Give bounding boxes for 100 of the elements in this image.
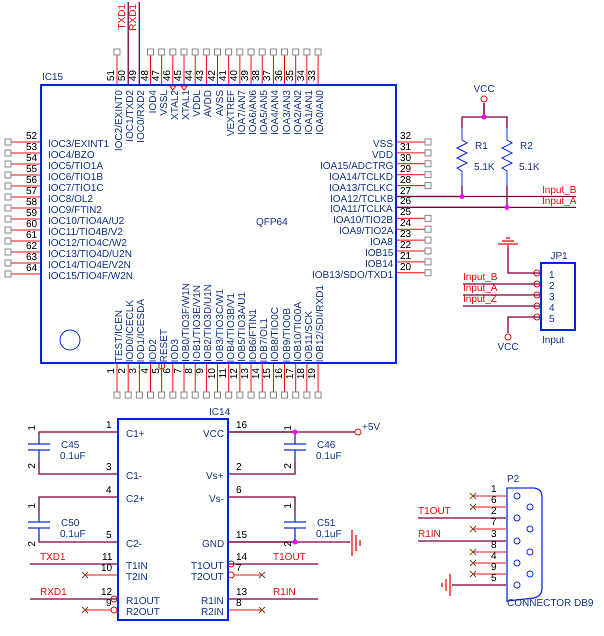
pin-number: 56	[26, 175, 38, 186]
pin-number: 1	[283, 425, 294, 431]
pin-number: 1	[283, 503, 294, 509]
pin-number: 33	[307, 70, 318, 82]
pin-label: IOD4	[148, 90, 158, 114]
pin-label: IOC10/TIO4A/U2	[48, 216, 124, 227]
component-value: 0.1uF	[316, 529, 342, 540]
pin-label: IOC11/TIO4B/V2	[48, 227, 123, 238]
pin-number: 28	[400, 174, 412, 186]
pin-number: 11	[102, 552, 112, 563]
wire	[463, 305, 540, 307]
net-label: TXD1	[117, 4, 128, 30]
pin-label: VSS	[373, 139, 394, 150]
pin-label: IOC13/TIO4D/U2N	[48, 249, 132, 260]
wire	[30, 598, 117, 600]
pin-label: IOA7/AN7	[236, 90, 248, 136]
pin-number: 36	[274, 70, 285, 82]
wire	[418, 517, 506, 519]
pin-number: 3	[549, 292, 555, 303]
component-value: 5.1K	[519, 162, 540, 173]
pin-label: IOA0/AN0	[315, 90, 326, 136]
pin-label: IOA12/TCLKB	[330, 194, 394, 204]
pin-label: VSSL	[158, 90, 170, 116]
pin-number: 2	[27, 541, 38, 547]
pin-number: 5	[106, 530, 112, 541]
pin-label: TEST/ICEN	[114, 310, 125, 362]
component-label: R2	[520, 141, 533, 152]
pin-label: Vs-	[209, 494, 224, 505]
pin-number: 15	[262, 368, 274, 380]
pin-label: IOA14/TCLKD	[329, 172, 393, 183]
pin-label: R1OUT	[126, 596, 160, 607]
pin-label: IOB8/TIO0C	[270, 307, 282, 362]
pin-number: 30	[400, 152, 412, 164]
net-label: Input_A	[542, 196, 576, 207]
pin-label: IOB9/TIO0B	[282, 308, 293, 362]
power-label: VCC	[474, 84, 495, 95]
pin-label: RESET	[158, 329, 170, 362]
component-label: C51	[317, 518, 336, 529]
pin-label: Vs+	[206, 471, 224, 482]
pin-label: IOD0/ICECLK	[125, 300, 136, 362]
pin-number: 10	[206, 368, 218, 380]
pin-label: AVSS	[214, 90, 226, 116]
pin-label: IOB12/SDI/RXD1	[315, 285, 326, 362]
pin-number: 31	[400, 142, 412, 153]
pin-number: 1	[27, 425, 38, 431]
pin-number: 27	[400, 186, 412, 196]
component-value: 5.1K	[474, 162, 495, 173]
pin-label: IOC2/EXINT0	[114, 90, 125, 152]
pin-label: GND	[202, 539, 224, 550]
pin-number: 61	[26, 230, 38, 241]
pin-number: 57	[26, 186, 38, 197]
wire	[229, 563, 318, 565]
net-label: R1IN	[418, 529, 441, 540]
ground-symbol	[498, 236, 518, 248]
pin-number: 42	[206, 70, 218, 82]
wire	[38, 496, 117, 514]
pin-number: 7	[491, 517, 497, 528]
pin-label: AVDD	[203, 90, 214, 118]
pin-label: IOB11/SCK	[304, 311, 315, 362]
pin-number: 2	[236, 462, 242, 473]
pin-label: IOC5/TIO1A	[48, 161, 104, 172]
pin-label: IOB5/TIO3A/U1	[236, 292, 248, 362]
pin-number: 8	[184, 368, 196, 374]
net-label: Input_B	[463, 272, 498, 283]
pin-label: IOA8	[370, 237, 393, 248]
net-label: T1OUT	[418, 506, 451, 517]
pin-number: 58	[26, 197, 38, 208]
pin-label: IOC4/BZO	[48, 150, 95, 161]
pin-number: 1	[491, 484, 497, 495]
wire	[38, 431, 117, 436]
pin-label: IOD2	[148, 339, 158, 362]
pin-label: IOA9/TIO2A	[339, 226, 394, 238]
pin-number: 2	[491, 506, 497, 517]
pin-number: 21	[400, 250, 412, 262]
component-value: 0.1uF	[316, 451, 342, 462]
pin-label: IOA11/TCLKA	[330, 204, 393, 216]
pin-number: 20	[400, 262, 412, 273]
pin-label: IOA13/TCLKC	[329, 182, 393, 194]
pin-number: 2	[549, 281, 555, 292]
pin-label: R2IN	[201, 607, 224, 618]
pin-number: 5	[549, 314, 555, 325]
net-label: Input_B	[542, 185, 576, 196]
pin-number: 7	[173, 368, 184, 374]
pin-number: 11	[218, 368, 229, 378]
pin-number: 35	[284, 70, 296, 82]
pin-label: T1IN	[126, 561, 148, 572]
pin-number: 12	[101, 587, 112, 598]
pin-number: 6	[162, 368, 173, 374]
pin-number: 1	[106, 368, 117, 374]
pin-number: 49	[128, 70, 140, 82]
pin-label: R2OUT	[126, 607, 160, 618]
pin-number: 16	[236, 420, 248, 431]
pin-number: 7	[236, 563, 242, 574]
pin-label: IOA5/AN5	[259, 90, 270, 136]
pin-label: IOC9/FTIN2	[48, 205, 102, 216]
pin-number: 29	[400, 164, 412, 175]
pin-number: 63	[26, 252, 38, 263]
pin-number: 19	[307, 368, 318, 380]
pin-number: 9	[106, 598, 112, 609]
component-value: 0.1uF	[60, 451, 86, 462]
